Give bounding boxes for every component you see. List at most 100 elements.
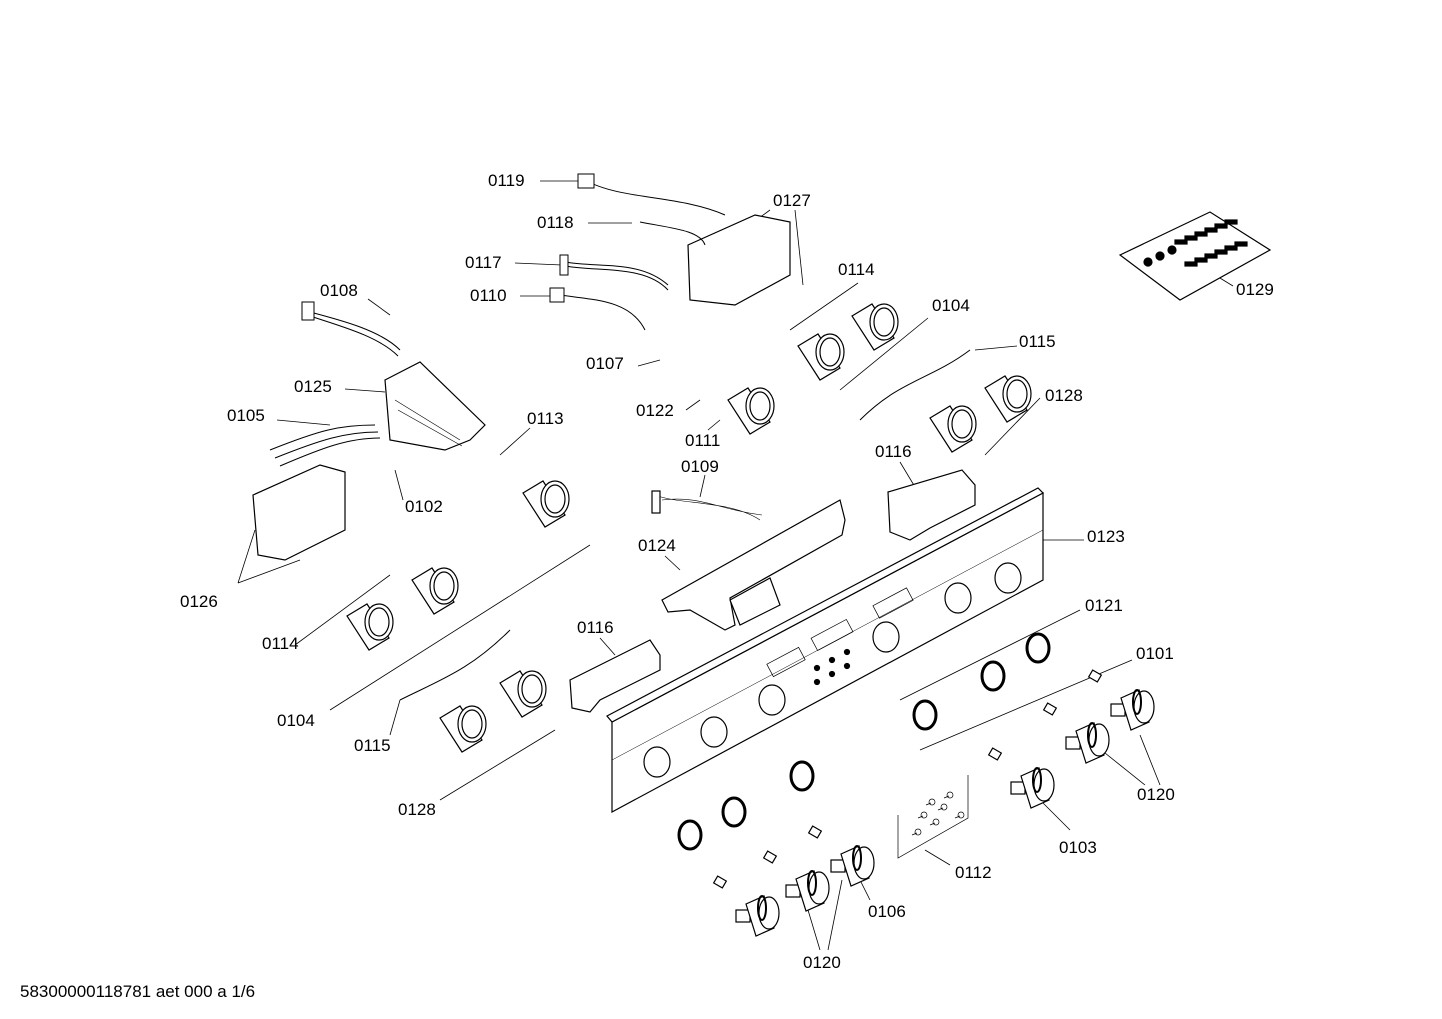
trim-ring [912, 699, 938, 731]
relay-board-0125 [384, 361, 486, 451]
leader-line [514, 262, 563, 266]
leader-line [237, 529, 256, 584]
part-label[interactable]: 0103 [1059, 838, 1097, 857]
bag-screw [1184, 235, 1198, 241]
part-label[interactable]: 0117 [465, 253, 502, 272]
leader-line [329, 544, 591, 711]
cylinder-rim [433, 571, 455, 601]
panel-hole [872, 621, 900, 653]
bag-screw [1234, 241, 1248, 247]
part-label[interactable]: 0128 [398, 800, 436, 819]
part-label[interactable]: 0102 [405, 497, 443, 516]
part-label[interactable]: 0121 [1085, 596, 1123, 615]
knob-grip [852, 845, 862, 871]
cylinder-rim [819, 337, 841, 367]
leader-line [599, 637, 616, 656]
leader-line [707, 419, 721, 431]
knob-clip [1087, 669, 1103, 683]
leader-line [637, 359, 661, 367]
leader-line [394, 469, 404, 501]
leader-line [367, 298, 391, 316]
knob-face [1133, 690, 1155, 724]
bag-screw [1174, 239, 1188, 245]
screw-shank [937, 807, 944, 811]
part-label[interactable]: 0125 [294, 377, 332, 396]
cylinder-rim [1006, 379, 1028, 409]
leader-line [699, 474, 706, 498]
part-label[interactable]: 0105 [227, 406, 265, 425]
bag-screw [1204, 253, 1218, 259]
screw-head [932, 818, 940, 826]
knob-grip [757, 895, 767, 921]
leader-line [789, 282, 859, 331]
screw-head [940, 803, 948, 811]
part-label[interactable]: 0104 [277, 711, 315, 730]
part-label[interactable]: 0119 [488, 171, 525, 190]
panel-hole [758, 684, 786, 716]
part-label[interactable]: 0108 [320, 281, 358, 300]
part-label[interactable]: 0127 [773, 191, 811, 210]
panel-hole [643, 746, 671, 778]
part-label[interactable]: 0101 [1136, 644, 1174, 663]
part-label[interactable]: 0114 [262, 634, 299, 653]
trim-ring [721, 796, 747, 828]
bag-screw [1214, 223, 1228, 229]
screw-shank [929, 822, 936, 826]
cylinder-rim [521, 674, 543, 704]
panel-hole [700, 716, 728, 748]
part-label[interactable]: 0116 [577, 618, 614, 637]
trim-ring [677, 819, 703, 851]
part-label[interactable]: 0115 [1019, 332, 1056, 351]
leader-line [974, 345, 1018, 351]
knob-face [853, 846, 875, 880]
leader-line [899, 609, 1081, 701]
part-label[interactable]: 0129 [1236, 280, 1274, 299]
part-label[interactable]: 0113 [527, 409, 564, 428]
knob-grip [807, 870, 817, 896]
part-label[interactable]: 0115 [354, 736, 391, 755]
part-label[interactable]: 0110 [470, 286, 507, 305]
part-label[interactable]: 0120 [803, 953, 841, 972]
knob-face [1088, 723, 1110, 757]
screw-shank [917, 815, 924, 819]
part-label[interactable]: 0111 [685, 431, 721, 450]
module-0127 [252, 214, 791, 561]
part-label[interactable]: 0120 [1137, 785, 1175, 804]
bag-screw [1224, 245, 1238, 251]
wire-harnesses [269, 173, 971, 701]
part-label[interactable]: 0116 [875, 442, 912, 461]
knob-grip [1087, 722, 1097, 748]
knob-clip [1042, 702, 1058, 716]
screw-shank [925, 802, 932, 806]
part-label[interactable]: 0112 [955, 863, 992, 882]
button-dot [813, 678, 821, 686]
part-label[interactable]: 0114 [838, 260, 875, 279]
part-label[interactable]: 0107 [586, 354, 624, 373]
leader-line [1039, 799, 1071, 831]
knob-face [758, 896, 780, 930]
leader-line [924, 849, 951, 866]
part-label[interactable]: 0126 [180, 592, 218, 611]
leader-line [859, 879, 871, 901]
leader-line [685, 399, 701, 411]
part-label[interactable]: 0123 [1087, 527, 1125, 546]
cylinder-rim [873, 307, 895, 337]
panel-hole [994, 562, 1022, 594]
parts-bag-0129 [1118, 211, 1272, 301]
part-label[interactable]: 0106 [868, 902, 906, 921]
part-label[interactable]: 0128 [1045, 386, 1083, 405]
part-label[interactable]: 0124 [638, 536, 676, 555]
screw-head [914, 828, 922, 836]
trim-ring [1025, 632, 1051, 664]
part-label[interactable]: 0122 [636, 401, 674, 420]
part-label[interactable]: 0118 [537, 213, 574, 232]
leader-line [984, 397, 1041, 456]
part-label[interactable]: 0104 [932, 296, 970, 315]
knob-clip [807, 825, 823, 839]
part-label[interactable]: 0109 [681, 457, 719, 476]
leader-line [499, 427, 531, 456]
knob-grip [1132, 689, 1142, 715]
leader-line [839, 317, 929, 391]
leader-line [439, 729, 556, 801]
bag-screw [1184, 261, 1198, 267]
